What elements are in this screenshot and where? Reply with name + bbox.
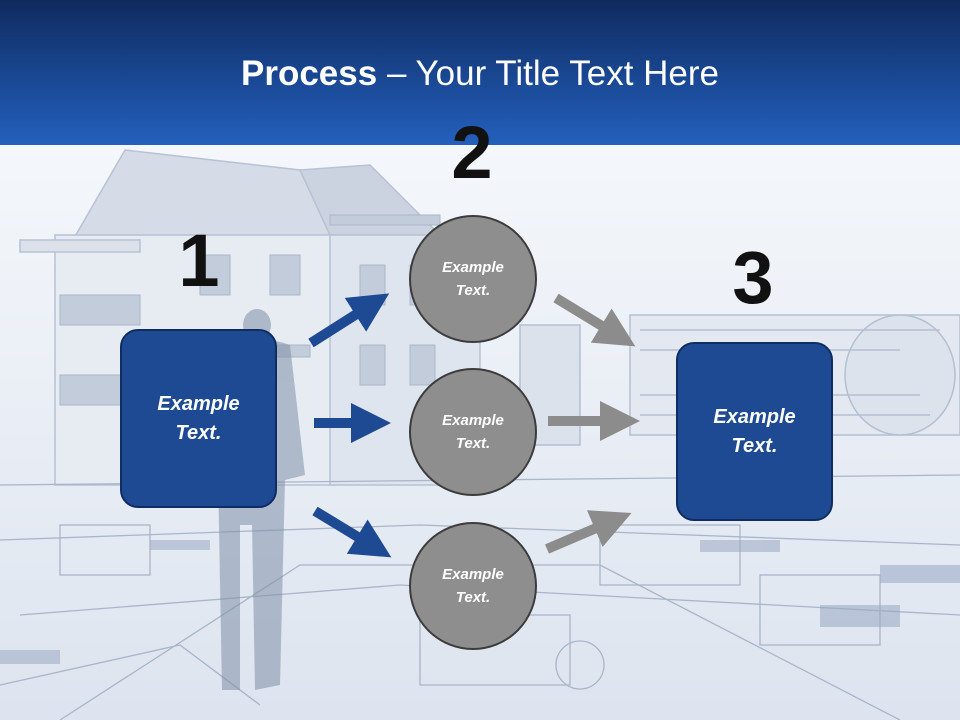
step-2-circle-middle: Example Text. <box>409 368 537 496</box>
arrow-bottom-to-3 <box>545 510 632 554</box>
step-2-circle-top: Example Text. <box>409 215 537 343</box>
slide-title: Process – Your Title Text Here <box>0 52 960 96</box>
step-number-1: 1 <box>178 219 220 302</box>
arrow-top-to-3 <box>553 293 636 347</box>
title-rest: Your Title Text Here <box>415 54 720 93</box>
arrow-1-to-bottom <box>312 506 392 558</box>
step-3-box: Example Text. <box>676 342 833 521</box>
step-2-circle-bottom: Example Text. <box>409 522 537 650</box>
title-bold: Process <box>241 54 378 93</box>
step-number-2: 2 <box>451 111 493 194</box>
step-number-3: 3 <box>732 236 774 319</box>
title-banner: Process – Your Title Text Here <box>0 0 960 145</box>
step-1-box: Example Text. <box>120 329 277 508</box>
title-separator: – <box>377 54 416 93</box>
arrow-1-to-top <box>308 293 390 348</box>
